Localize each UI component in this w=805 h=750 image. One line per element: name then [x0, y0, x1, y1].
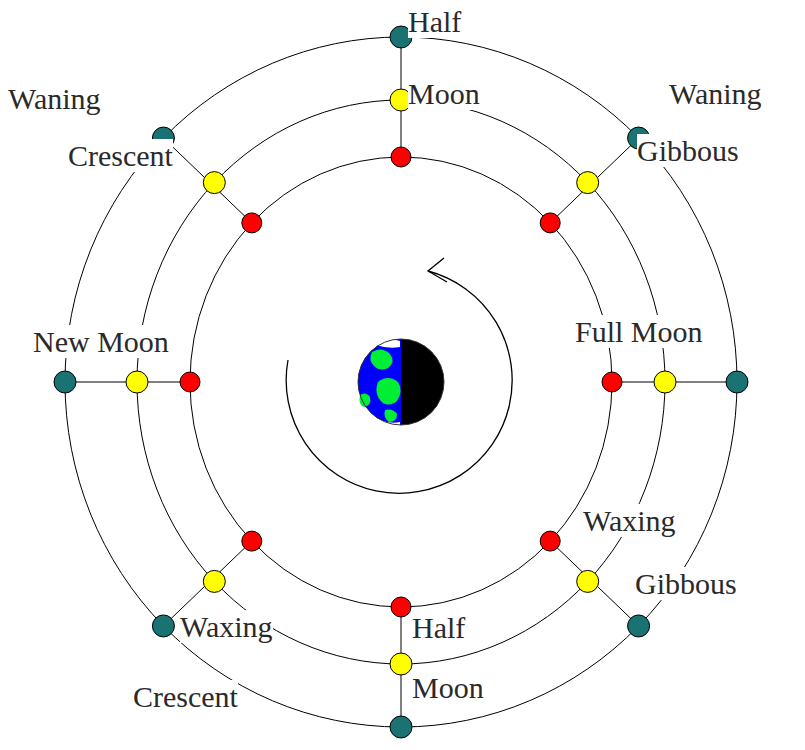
land	[370, 349, 392, 369]
ice-cap	[376, 339, 400, 348]
phase-name: Full Moon	[575, 315, 703, 348]
moon-position-dot	[126, 371, 148, 393]
phase-name: Waning Crescent	[8, 82, 173, 172]
phase-label: Half Moon	[412, 598, 484, 718]
moon-position-dot	[628, 615, 650, 637]
land	[385, 410, 398, 423]
moon-position-dot	[54, 371, 76, 393]
earth-day-side	[358, 339, 401, 425]
spoke	[163, 138, 251, 223]
phase-name: Half Moon	[408, 5, 480, 110]
phase-label: Half Moon	[408, 0, 480, 130]
phase-name: Half Moon	[412, 611, 484, 704]
moon-position-dot	[203, 570, 225, 592]
moon-position-dot	[540, 213, 560, 233]
phase-label: Full Moon	[575, 312, 703, 352]
moon-position-dot	[390, 716, 412, 738]
phase-name: Waning Gibbous	[637, 77, 762, 167]
phase-name: New Moon	[33, 325, 169, 358]
orbit-ring	[137, 100, 665, 664]
moon-position-dot	[602, 372, 622, 392]
earth-outline	[358, 339, 444, 425]
spoke	[550, 138, 638, 223]
moon-position-dot	[203, 172, 225, 194]
phase-name: Waxing Crescent	[133, 610, 273, 713]
moon-position-dot	[180, 372, 200, 392]
moon-position-dot	[242, 531, 262, 551]
orbit-ring	[190, 157, 612, 607]
spoke	[550, 541, 638, 626]
moon-position-dot	[390, 653, 412, 675]
phase-dots	[54, 26, 748, 738]
phase-label: Waxing Crescent	[133, 592, 273, 732]
rotation-arc	[286, 271, 512, 493]
phase-name: Waxing Gibbous	[583, 504, 737, 600]
earth-night-side	[358, 339, 444, 425]
earth	[358, 339, 444, 428]
moon-position-dot	[540, 531, 560, 551]
phase-label: Waning Crescent	[8, 70, 173, 184]
moon-position-dot	[577, 172, 599, 194]
moon-position-dot	[577, 570, 599, 592]
moon-position-dot	[391, 597, 411, 617]
moon-position-dot	[726, 371, 748, 393]
phase-label: Waxing Gibbous	[583, 489, 737, 615]
moon-position-dot	[152, 615, 174, 637]
moon-position-dot	[391, 147, 411, 167]
rotation-arrow	[286, 258, 512, 493]
land	[376, 378, 400, 405]
arrow-head	[428, 258, 447, 282]
moon-position-dot	[654, 371, 676, 393]
phase-label: Waning Gibbous	[637, 65, 762, 179]
phase-label: New Moon	[33, 322, 169, 362]
moon-position-dot	[242, 213, 262, 233]
